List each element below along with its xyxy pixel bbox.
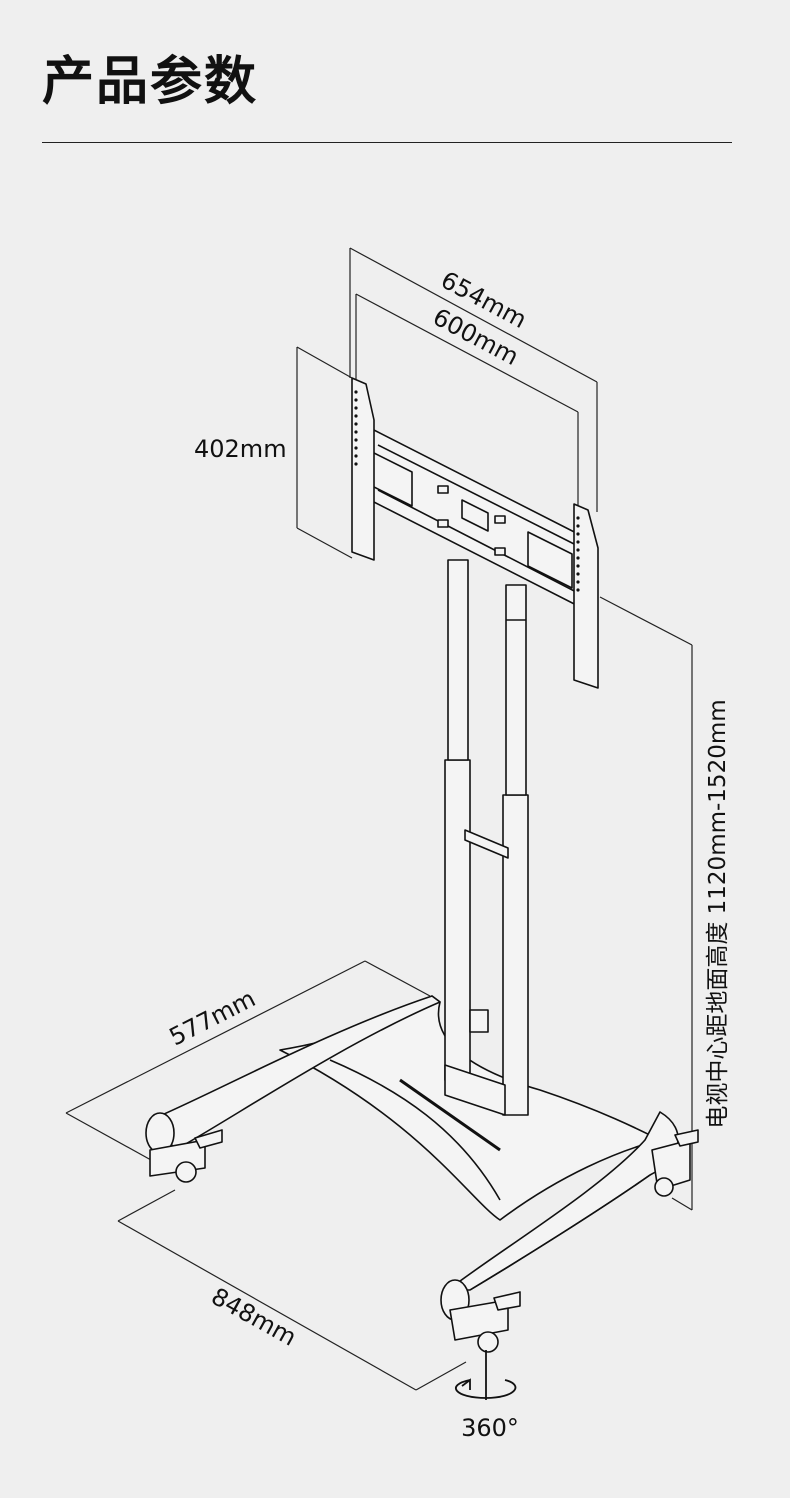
- dimension-lines: [65, 247, 693, 1391]
- label-center-height: 电视中心距地面高度 1120mm-1520mm: [705, 699, 731, 1128]
- tv-mount-bracket: [351, 377, 599, 689]
- tv-stand-illustration: [145, 377, 699, 1353]
- title-divider: [42, 142, 732, 143]
- label-577mm: 577mm: [165, 984, 260, 1051]
- columns: [444, 559, 529, 1116]
- label-402mm: 402mm: [194, 435, 287, 463]
- caster-front: [449, 1291, 521, 1353]
- rotation-arrow-icon: [455, 1350, 517, 1400]
- label-360-rotation: 360°: [461, 1414, 519, 1442]
- caster-left: [149, 1129, 223, 1183]
- page-title: 产品参数: [42, 52, 259, 112]
- rail-holes: [354, 390, 580, 592]
- caster-right-back: [651, 1129, 699, 1197]
